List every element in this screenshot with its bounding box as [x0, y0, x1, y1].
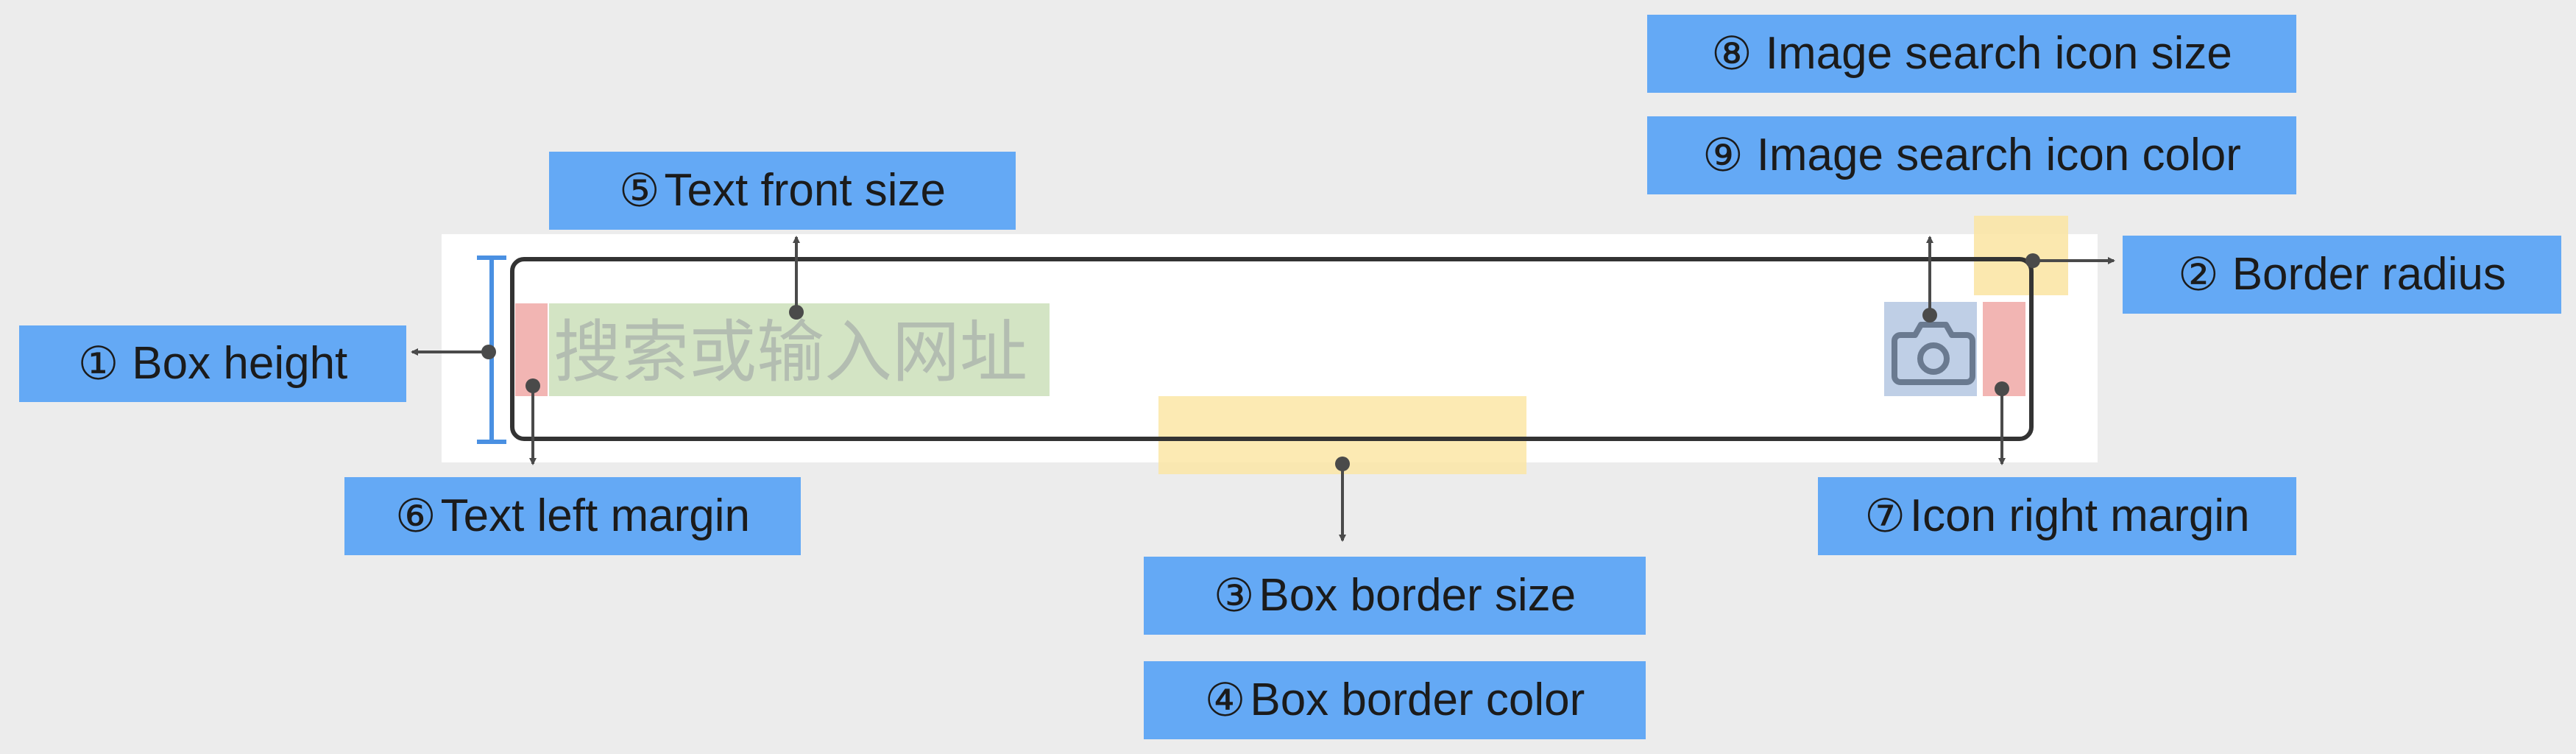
label-box-border-size: ③ Box border size — [1144, 557, 1646, 635]
label-border-radius: ② Border radius — [2123, 236, 2561, 314]
label-text-font-size: ⑤ Text front size — [549, 152, 1016, 230]
label-number: ⑧ — [1711, 27, 1752, 80]
label-number: ② — [2178, 247, 2219, 301]
label-number: ① — [77, 337, 119, 390]
label-text: Icon right margin — [1909, 490, 2250, 541]
label-image-search-icon-size: ⑧ Image search icon size — [1647, 15, 2296, 93]
border-size-dot — [1335, 457, 1350, 471]
box-height-dot — [481, 345, 496, 359]
border-radius-highlight — [1974, 216, 2068, 295]
label-image-search-icon-color: ⑨ Image search icon color — [1647, 116, 2296, 194]
label-text: Box border color — [1250, 674, 1585, 725]
label-number: ⑥ — [395, 489, 436, 543]
label-icon-right-margin: ⑦ Icon right margin — [1818, 477, 2296, 555]
icon-right-margin-highlight — [1983, 302, 2025, 396]
search-box-outline — [510, 257, 2034, 441]
label-text: Image search icon color — [1756, 130, 2241, 180]
label-text: Box height — [132, 338, 348, 389]
label-number: ④ — [1204, 673, 1246, 727]
label-number: ⑨ — [1702, 128, 1744, 182]
label-number: ⑦ — [1864, 489, 1906, 543]
label-number: ⑤ — [618, 163, 660, 217]
label-box-border-color: ④ Box border color — [1144, 661, 1646, 739]
search-placeholder: 搜索或输入网址 — [553, 313, 1027, 392]
label-text: Box border size — [1259, 570, 1577, 621]
border-radius-dot — [2025, 253, 2040, 268]
icon-size-dot — [1922, 308, 1937, 323]
label-box-height: ① Box height — [19, 325, 406, 402]
label-text: Text front size — [664, 165, 946, 216]
label-text: Image search icon size — [1765, 28, 2232, 79]
label-text: Text left margin — [440, 490, 750, 541]
text-font-size-dot — [789, 305, 804, 320]
camera-icon — [1892, 322, 1975, 385]
label-text-left-margin: ⑥ Text left margin — [344, 477, 801, 555]
label-number: ③ — [1213, 568, 1255, 622]
label-text: Border radius — [2232, 249, 2506, 300]
icon-right-margin-dot — [1995, 381, 2009, 396]
text-left-margin-dot — [526, 378, 540, 393]
